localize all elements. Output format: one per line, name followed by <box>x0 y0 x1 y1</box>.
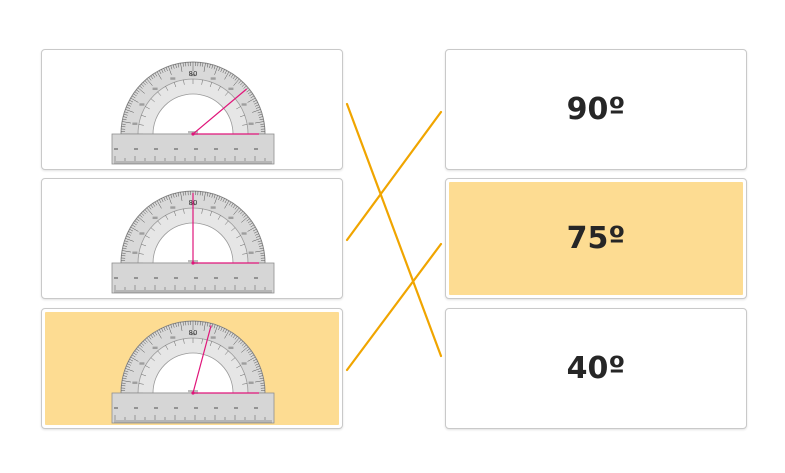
answer-label: 75º <box>566 221 626 256</box>
answer-card-1[interactable]: 90º <box>445 49 747 170</box>
selection-highlight <box>449 182 743 295</box>
protractor-image: 80 <box>111 190 275 294</box>
image-card-2[interactable]: 80 <box>41 178 343 299</box>
answer-card-3[interactable]: 40º <box>445 308 747 429</box>
answer-card-2[interactable]: 75º <box>445 178 747 299</box>
image-card-3[interactable]: 80 <box>41 308 343 429</box>
connector-line <box>345 110 443 242</box>
protractor-center-number: 80 <box>189 70 198 78</box>
answer-label: 40º <box>566 351 626 386</box>
connector-line <box>345 102 443 358</box>
image-card-1[interactable]: 80 <box>41 49 343 170</box>
answer-label: 90º <box>566 92 626 127</box>
protractor-center-number: 80 <box>189 329 198 337</box>
protractor-image: 80 <box>111 61 275 165</box>
connector-line <box>345 242 443 372</box>
protractor-image: 80 <box>111 320 275 424</box>
